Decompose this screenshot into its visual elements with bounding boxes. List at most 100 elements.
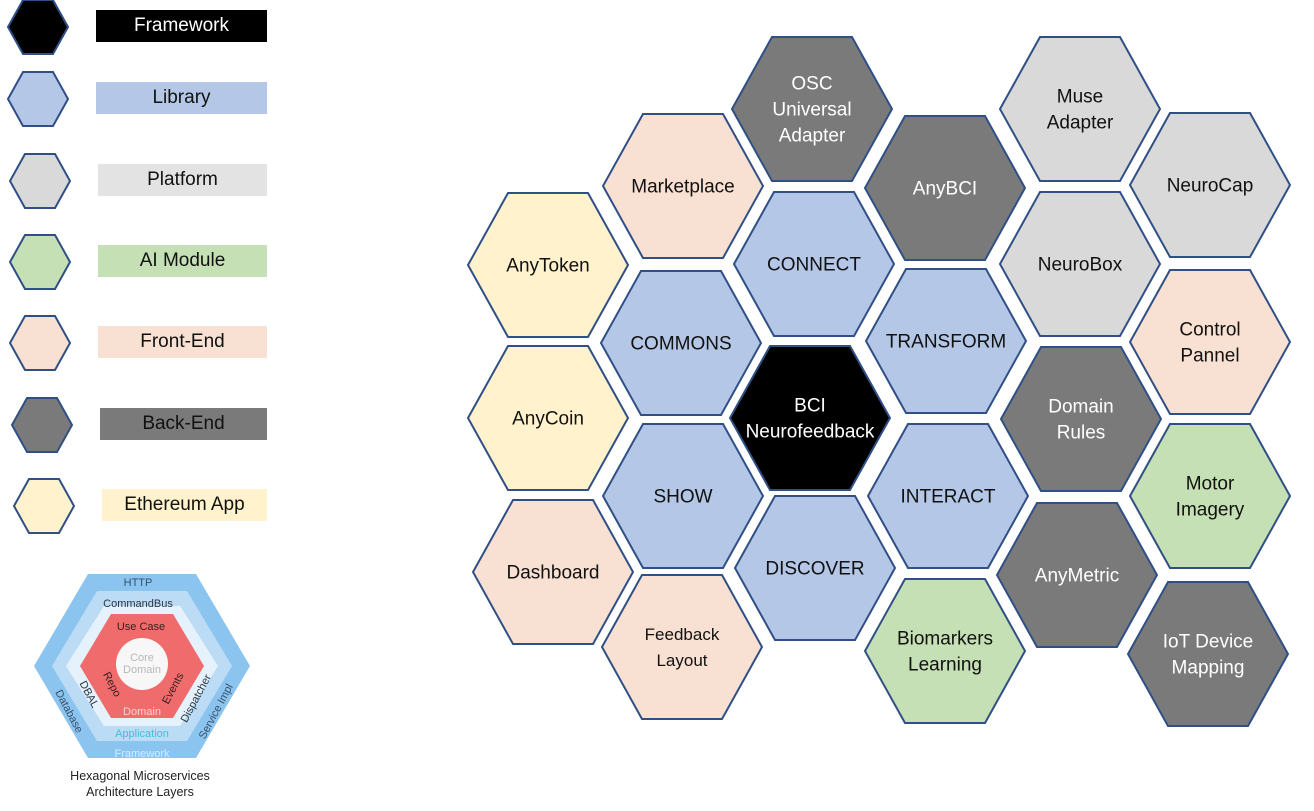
arch-usecase-label: Use Case	[117, 621, 165, 633]
hex-shape-motor-imagery	[1128, 423, 1292, 569]
hex-shape-show	[601, 423, 765, 569]
hex-label-neurobox: NeuroBox	[1038, 255, 1123, 276]
hex-cell-show: SHOW	[601, 423, 765, 569]
architecture-caption-line-1: Hexagonal Microservices	[70, 769, 210, 783]
hex-label-show: SHOW	[653, 487, 712, 508]
hex-shape-discover	[733, 495, 897, 641]
hex-label-muse: Muse	[1057, 87, 1103, 108]
hex-label-motor-imagery: Imagery	[1176, 500, 1245, 521]
hex-cell-neurobox: NeuroBox	[998, 191, 1162, 337]
hex-cell-anytoken: AnyToken	[466, 192, 630, 338]
hex-cell-interact: INTERACT	[866, 423, 1030, 569]
hex-label-interact: INTERACT	[901, 487, 996, 508]
hex-label-transform: TRANSFORM	[886, 332, 1006, 353]
legend-swatch-ethereum	[12, 478, 76, 534]
hex-label-discover: DISCOVER	[765, 559, 864, 580]
hex-shape-transform	[864, 268, 1028, 414]
hex-shape-muse	[998, 36, 1162, 182]
legend-swatch-frontend	[8, 315, 72, 371]
legend-swatch-backend	[10, 397, 74, 453]
hex-label-bci: BCI	[794, 396, 826, 417]
arch-commandbus-label: CommandBus	[103, 598, 173, 610]
legend-label-platform: Platform	[98, 164, 267, 196]
hex-shape-biomarkers	[863, 578, 1027, 724]
arch-framework-label: Framework	[114, 748, 170, 760]
hex-label-iot: Mapping	[1172, 658, 1245, 679]
hex-shape-anytoken	[466, 192, 630, 338]
hex-label-muse: Adapter	[1047, 113, 1114, 134]
hex-label-commons: COMMONS	[630, 334, 731, 355]
hex-shape-domain-rules	[999, 346, 1163, 492]
legend-label-front-end: Front-End	[98, 326, 267, 358]
hex-cell-discover: DISCOVER	[733, 495, 897, 641]
hex-label-anymetric: AnyMetric	[1035, 566, 1119, 587]
legend-label-ai-module: AI Module	[98, 245, 267, 277]
hex-label-control-pannel: Control	[1179, 320, 1240, 341]
hex-label-feedback-layout: Feedback	[645, 625, 720, 644]
legend-label-library: Library	[96, 82, 267, 114]
hex-label-anybci: AnyBCI	[913, 179, 977, 200]
hex-shape-connect	[732, 191, 896, 337]
legend-swatches	[6, 0, 76, 534]
hex-label-biomarkers: Learning	[908, 655, 982, 676]
hex-label-motor-imagery: Motor	[1186, 474, 1235, 495]
hex-label-domain-rules: Rules	[1057, 423, 1106, 444]
hex-cell-neurocap: NeuroCap	[1128, 112, 1292, 258]
architecture-caption: Hexagonal Microservices Architecture Lay…	[40, 768, 240, 800]
hex-shape-marketplace	[601, 113, 765, 259]
hex-label-connect: CONNECT	[767, 255, 861, 276]
hex-cell-anymetric: AnyMetric	[995, 502, 1159, 648]
legend-label-framework: Framework	[96, 10, 267, 42]
hex-shape-bci	[728, 345, 892, 491]
hex-label-osc: Adapter	[779, 126, 846, 147]
hex-shape-interact	[866, 423, 1030, 569]
hex-shape-neurocap	[1128, 112, 1292, 258]
hex-cell-bci: BCI Neurofeedback	[728, 345, 892, 491]
hex-label-domain-rules: Domain	[1048, 397, 1113, 418]
hex-shape-dashboard	[471, 499, 635, 645]
hex-cell-dashboard: Dashboard	[471, 499, 635, 645]
hex-shape-control-pannel	[1128, 269, 1292, 415]
hex-cell-commons: COMMONS	[599, 270, 763, 416]
hex-label-biomarkers: Biomarkers	[897, 629, 993, 650]
hex-shape-anybci	[863, 115, 1027, 261]
hex-label-anycoin: AnyCoin	[512, 409, 584, 430]
hex-label-osc: Universal	[772, 100, 851, 121]
arch-core-domain	[116, 638, 168, 690]
legend-swatch-library	[6, 71, 70, 127]
hex-label-feedback-layout: Layout	[656, 651, 707, 670]
legend-label-ethereum-app: Ethereum App	[102, 489, 267, 521]
arch-core-label: Core	[130, 652, 154, 664]
hex-label-dashboard: Dashboard	[507, 563, 600, 584]
hex-label-control-pannel: Pannel	[1180, 346, 1239, 367]
hex-label-anytoken: AnyToken	[506, 256, 589, 277]
arch-http-label: HTTP	[124, 577, 153, 589]
architecture-diagram: HTTP CommandBus Use Case Core Domain Eve…	[34, 574, 250, 760]
hex-shape-anymetric	[995, 502, 1159, 648]
hex-cell-connect: CONNECT	[732, 191, 896, 337]
hex-label-iot: IoT Device	[1163, 632, 1253, 653]
architecture-caption-line-2: Architecture Layers	[86, 785, 194, 799]
hex-label-osc: OSC	[791, 74, 832, 95]
hex-shape-feedback-layout	[600, 574, 764, 720]
legend-swatch-ai	[8, 234, 72, 290]
hex-cell-anybci: AnyBCI	[863, 115, 1027, 261]
hex-label-neurocap: NeuroCap	[1167, 176, 1254, 197]
hex-shape-anycoin	[466, 345, 630, 491]
hex-grid: OSCUniversalAdapterMuseAdapterMarketplac…	[466, 36, 1292, 727]
hex-label-bci: Neurofeedback	[746, 422, 875, 443]
hex-shape-neurobox	[998, 191, 1162, 337]
arch-domain-label: Domain	[123, 706, 161, 718]
hex-label-marketplace: Marketplace	[631, 177, 735, 198]
hex-cell-transform: TRANSFORM	[864, 268, 1028, 414]
legend-label-back-end: Back-End	[100, 408, 267, 440]
hex-shape-commons	[599, 270, 763, 416]
arch-core-domain-label: Domain	[123, 664, 161, 676]
